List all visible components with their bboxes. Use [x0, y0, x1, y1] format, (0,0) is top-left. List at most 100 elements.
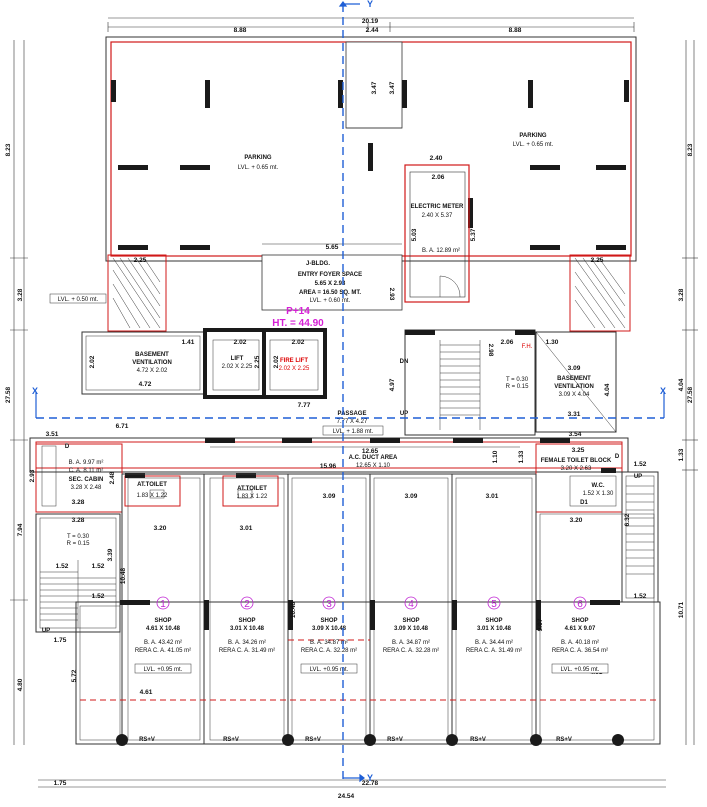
- fire-lift-size: 2.02 X 2.25: [279, 366, 310, 372]
- axis-markers: [35, 0, 665, 783]
- bldg-area: AREA = 16.50 SQ. MT.: [299, 290, 361, 296]
- passage-lvl: LVL. + 1.88 mt.: [333, 429, 374, 435]
- bv-left-size: 4.72 X 2.02: [137, 368, 168, 374]
- passage-title: PASSAGE: [338, 411, 367, 417]
- shop-lvl-box: [551, 663, 609, 674]
- shop-number-circle: [487, 596, 501, 610]
- dim-bottom-left: 1.75: [54, 780, 67, 787]
- dim-152a: 1.52: [56, 563, 69, 570]
- stair-tr: T = 0.30: [506, 377, 529, 383]
- sec-cabin-ba: B. A. 9.97 m²: [69, 460, 104, 466]
- dim-777: 7.77: [298, 402, 311, 409]
- bldg-lvl: LVL. + 0.60 mt.: [310, 298, 351, 304]
- shop-number-circle: [240, 596, 254, 610]
- dim-202d: 2.02: [273, 355, 280, 368]
- at-toilet-2: [222, 473, 279, 507]
- shop-lvl-box: [300, 663, 358, 674]
- dim-top-right: 8.88: [509, 27, 522, 34]
- right-stair: [621, 471, 659, 603]
- stair-fh: F.H.: [522, 344, 533, 350]
- dim-301a: 3.01: [240, 525, 253, 532]
- dim-328: 3.28: [72, 499, 85, 506]
- sec-cabin-ca: C. A. 8.11 m²: [69, 468, 104, 474]
- left-stair-up: UP: [42, 628, 50, 634]
- dim-130a: 1.30: [546, 339, 559, 346]
- female-toilet-block: [535, 443, 623, 513]
- shop-ba: B. A. 34.26 m²: [228, 640, 266, 646]
- axis-x-left: X: [32, 386, 38, 396]
- shop-size: 4.61 X 10.48: [146, 626, 181, 632]
- at-toilet-2-size: 1.83 X 1.22: [237, 494, 268, 500]
- dim-320b: 3.20: [570, 517, 583, 524]
- shop-number-circle: [573, 596, 587, 610]
- dim-em-h2: 5.37: [470, 228, 477, 241]
- em-title: ELECTRIC METER: [411, 204, 464, 210]
- at-toilet-1-title: AT.TOILET: [137, 482, 167, 488]
- shop-rs: RS+V: [556, 737, 572, 743]
- dim-354: 3.54: [569, 431, 582, 438]
- basement-ventilation-right: [535, 331, 617, 433]
- shop-lvl: LVL. +0.95 mt.: [310, 667, 349, 673]
- lift-title: LIFT: [231, 356, 244, 362]
- dim-328b: 3.28: [72, 517, 85, 524]
- dim-152c: 1.52: [92, 593, 105, 600]
- dim-175: 1.75: [54, 637, 67, 644]
- axis-y-top: Y: [367, 0, 373, 9]
- bv-right-title: BASEMENT: [557, 376, 591, 382]
- dim-1048a: 10.48: [120, 567, 127, 584]
- dim-461a: 4.61: [140, 689, 153, 696]
- dim-309c: 3.09: [405, 493, 418, 500]
- shop-ba: B. A. 34.87 m²: [310, 640, 348, 646]
- shop-lvl: LVL. +0.95 mt.: [561, 667, 600, 673]
- axis-y-bottom: Y: [367, 773, 373, 783]
- dim-907: 9.07: [537, 618, 544, 631]
- shop-ba: B. A. 40.18 m²: [561, 640, 599, 646]
- left-stair-rr: R = 0.15: [67, 541, 91, 547]
- parking-left-title: PARKING: [244, 155, 272, 161]
- at-toilet-1: [124, 473, 181, 507]
- dim-351: 3.51: [46, 431, 59, 438]
- shop-lvl-box: [134, 663, 192, 674]
- bv-right-title2: VENTILATION: [554, 384, 594, 390]
- female-toilet-size: 3.20 X 2.63: [561, 466, 592, 472]
- em-size: 2.40 X 5.37: [422, 213, 453, 219]
- dim-bv-right-top: 2.25: [591, 257, 604, 264]
- shop-lvl: LVL. +0.95 mt.: [144, 667, 183, 673]
- dim-248: 2.48: [109, 471, 116, 484]
- right-ramp: [569, 254, 631, 332]
- dim-404: 4.04: [604, 383, 611, 396]
- stair-rr: R = 0.15: [506, 384, 530, 390]
- dim-325: 3.25: [572, 447, 585, 454]
- shop-number-circle: [322, 596, 336, 610]
- left-stair: [35, 513, 121, 633]
- dim-320a: 3.20: [154, 525, 167, 532]
- dim-lobby-w: 5.65: [326, 244, 339, 251]
- dim-497: 4.97: [389, 378, 396, 391]
- at-toilet-2-title: AT.TOILET: [237, 486, 267, 492]
- dim-right-3: 4.04: [678, 378, 685, 391]
- dim-202c: 2.02: [292, 339, 305, 346]
- bldg-name: J-BLDG.: [306, 261, 330, 267]
- columns: [111, 80, 629, 250]
- bv-left-title2: VENTILATION: [132, 360, 172, 366]
- dim-1048b: 10.48: [290, 601, 297, 618]
- shop-title: SHOP: [485, 618, 502, 624]
- shop-number: 3: [326, 599, 332, 610]
- dim-right-2: 3.28: [678, 288, 685, 301]
- dim-bottom-total: 24.54: [338, 793, 355, 800]
- fire-lift-title: FIRE LIFT: [280, 358, 308, 364]
- dim-top-mid: 2.44: [366, 27, 379, 34]
- dim-left-1: 8.23: [5, 143, 12, 156]
- parking-right-lvl: LVL. + 0.65 mt.: [513, 142, 554, 148]
- shop-rs: RS+V: [387, 737, 403, 743]
- dim-472: 4.72: [139, 381, 152, 388]
- dim-152d: 1.52: [634, 461, 647, 468]
- bldg-size: 5.65 X 2.93: [315, 281, 346, 287]
- dim-right-1: 8.23: [687, 143, 694, 156]
